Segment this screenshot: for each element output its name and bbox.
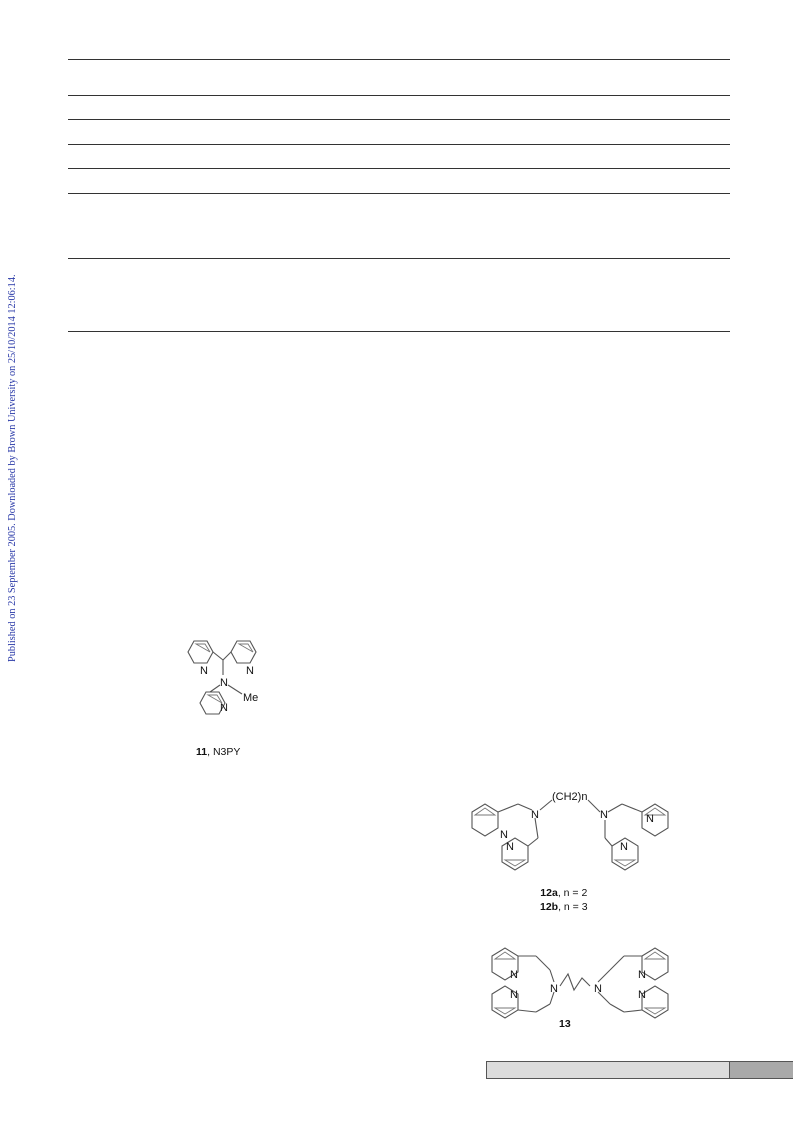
atom-n: N: [200, 665, 208, 677]
table-top-rule: [68, 59, 730, 60]
compound-name: , N3PY: [207, 746, 241, 758]
table-bottom-rule: [68, 331, 730, 332]
atom-n: N: [646, 813, 654, 825]
footer-page-tab: [730, 1061, 793, 1079]
compound-11-label: 11, N3PY: [196, 746, 240, 758]
compound-name: , n = 3: [558, 901, 588, 913]
atom-me: Me: [243, 692, 258, 704]
compound-number: 12b: [540, 901, 559, 913]
atom-n: N: [638, 989, 646, 1001]
atom-n: N: [506, 841, 514, 853]
structure-11: N N N Me N: [187, 640, 258, 715]
atom-n: N: [531, 809, 539, 821]
compound-number: 13: [559, 1018, 571, 1030]
atom-n: N: [500, 829, 508, 841]
table-rule: [68, 193, 730, 194]
compound-12-label: 12a, n = 2 12b, n = 3: [540, 886, 588, 914]
atom-n: N: [550, 983, 558, 995]
atom-n: N: [638, 969, 646, 981]
atom-n: N: [246, 665, 254, 677]
table-rule: [68, 168, 730, 169]
publication-note: Published on 23 September 2005. Download…: [7, 274, 18, 662]
atom-ch2n: (CH2)n: [552, 791, 587, 803]
structure-13: N N N N N N: [491, 947, 669, 1019]
atom-n: N: [220, 677, 228, 689]
compound-13-label: 13: [559, 1018, 571, 1030]
atom-n: N: [600, 809, 608, 821]
compound-number: 12a: [540, 887, 558, 899]
atom-n: N: [620, 841, 628, 853]
compound-name: , n = 2: [557, 887, 588, 899]
atom-n: N: [510, 969, 518, 981]
table-rule: [68, 144, 730, 145]
table-rule: [68, 258, 730, 259]
atom-n: N: [594, 983, 602, 995]
table-rule: [68, 119, 730, 120]
compound-number: 11: [196, 746, 208, 758]
table-rule: [68, 95, 730, 96]
atom-n: N: [220, 702, 228, 714]
structure-12: N (CH2)n N N N N N: [471, 791, 669, 871]
atom-n: N: [510, 989, 518, 1001]
footer-bar: [486, 1061, 730, 1079]
